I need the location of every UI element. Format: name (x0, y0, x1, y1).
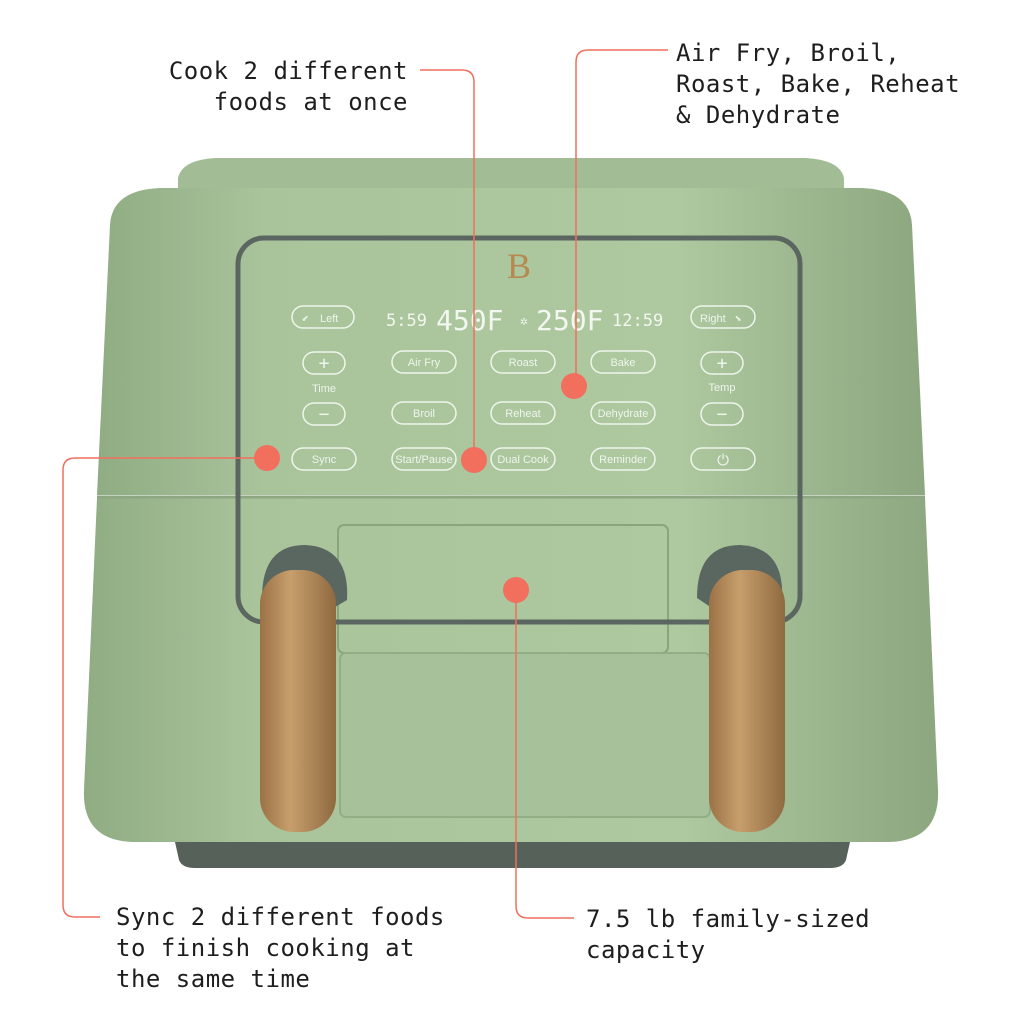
callout-dot-sync (254, 445, 280, 471)
svg-text:⬋: ⬋ (302, 311, 309, 325)
power-icon: ⏻ (717, 451, 729, 469)
callout-cooking-modes: Air Fry, Broil, Roast, Bake, Reheat & De… (676, 39, 961, 129)
left-temperature: 450F (436, 304, 503, 337)
digital-display: 5:59 450F 250F 12:59 ✲ (386, 304, 663, 337)
dehydrate-button[interactable]: Dehydrate (590, 401, 656, 425)
power-button[interactable]: ⏻ (690, 447, 756, 471)
svg-text:Reheat: Reheat (505, 408, 540, 420)
svg-text:Dual Cook: Dual Cook (497, 454, 549, 466)
left-button[interactable]: ⬋ Left (291, 305, 355, 329)
temp-plus-button[interactable]: + (700, 351, 744, 375)
dual-cook-button[interactable]: Dual Cook (490, 447, 556, 471)
base (175, 842, 850, 868)
start-pause-button[interactable]: Start/Pause (391, 447, 457, 471)
right-temperature: 250F (536, 304, 603, 337)
svg-text:Air Fry: Air Fry (408, 357, 441, 369)
svg-text:Left: Left (320, 313, 338, 325)
broil-button[interactable]: Broil (391, 401, 457, 425)
reheat-button[interactable]: Reheat (490, 401, 556, 425)
svg-text:Reminder: Reminder (599, 454, 647, 466)
sync-button[interactable]: Sync (291, 447, 357, 471)
control-panel-frame (235, 235, 803, 625)
air-fry-button[interactable]: Air Fry (391, 350, 457, 374)
svg-text:+: + (717, 353, 728, 374)
temp-minus-button[interactable]: − (700, 402, 744, 426)
time-plus-button[interactable]: + (302, 351, 346, 375)
svg-text:+: + (319, 353, 330, 374)
svg-text:Bake: Bake (610, 357, 635, 369)
svg-text:Right: Right (700, 313, 726, 325)
svg-text:Start/Pause: Start/Pause (395, 454, 452, 466)
fan-icon: ✲ (520, 314, 528, 329)
lid (178, 158, 844, 192)
temp-label: Temp (709, 382, 736, 394)
left-handle[interactable] (260, 545, 348, 832)
svg-text:Broil: Broil (413, 408, 435, 420)
roast-button[interactable]: Roast (490, 350, 556, 374)
right-timer: 12:59 (612, 311, 663, 331)
callout-dot-modes (561, 373, 587, 399)
svg-text:Roast: Roast (509, 357, 538, 369)
right-handle[interactable] (697, 545, 785, 832)
callout-capacity: 7.5 lb family-sized capacity (586, 905, 871, 964)
time-minus-button[interactable]: − (302, 402, 346, 426)
callout-lines (62, 49, 668, 919)
svg-text:−: − (319, 404, 330, 425)
svg-text:Sync: Sync (312, 454, 337, 466)
svg-text:−: − (717, 404, 728, 425)
callout-sync: Sync 2 different foods to finish cooking… (116, 903, 445, 993)
brand-logo: B (507, 246, 531, 286)
callout-dot-capacity (503, 577, 529, 603)
time-label: Time (312, 383, 336, 395)
left-timer: 5:59 (386, 311, 427, 331)
callout-cook-two-foods: Cook 2 different foods at once (168, 57, 408, 116)
bake-button[interactable]: Bake (590, 350, 656, 374)
svg-text:Dehydrate: Dehydrate (598, 408, 649, 420)
reminder-button[interactable]: Reminder (590, 447, 656, 471)
callout-dot-dual-cook (461, 447, 487, 473)
right-button[interactable]: Right ⬊ (690, 305, 756, 329)
svg-text:⬊: ⬊ (734, 311, 741, 325)
